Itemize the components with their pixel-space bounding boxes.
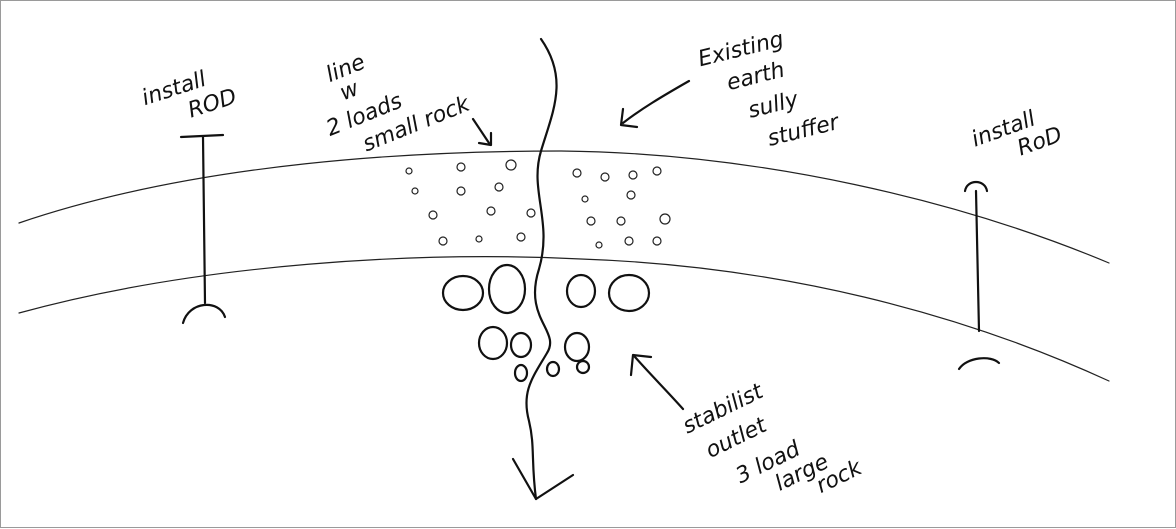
label-w: w xyxy=(336,76,363,106)
label-install-rod-left: install ROD xyxy=(139,67,240,123)
label-existing-earth: Existing earth sully stuffer xyxy=(696,27,844,152)
install-rod-left xyxy=(179,133,227,325)
lower-earth-line xyxy=(18,256,1110,382)
small-rocks-right xyxy=(572,166,671,249)
arrow-small-rock xyxy=(471,117,493,147)
outlet-line xyxy=(511,37,575,501)
small-rocks-left xyxy=(405,159,536,246)
label-line-small-rock: line w 2 loads small rock xyxy=(323,50,475,157)
label-stabilist-outlet: stabilist outlet 3 load large rock xyxy=(679,379,867,499)
large-rocks xyxy=(441,263,651,383)
arrow-existing-earth xyxy=(619,79,691,129)
arrow-stabilist-outlet xyxy=(629,353,685,411)
install-rod-right xyxy=(957,180,1001,371)
label-sully: sully xyxy=(746,87,802,124)
label-install-rod-right: install RoD xyxy=(968,107,1065,162)
upper-earth-line xyxy=(18,150,1110,264)
